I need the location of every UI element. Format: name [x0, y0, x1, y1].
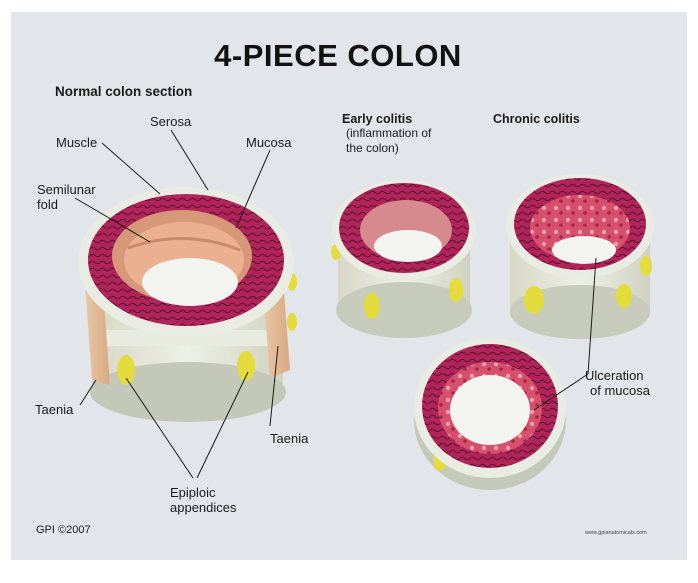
label-serosa: Serosa — [150, 114, 192, 129]
early-colitis-subtitle-2: the colon) — [346, 141, 399, 155]
epiploic-appendix — [237, 351, 255, 381]
page-title: 4-PIECE COLON — [214, 38, 462, 73]
epiploic-appendix — [449, 278, 463, 302]
epiploic-appendix — [616, 284, 632, 308]
label-semilunar-1: Semilunar — [37, 182, 96, 197]
chronic-colitis-model — [506, 174, 654, 339]
epiploic-appendix — [117, 355, 135, 385]
early-colitis-subtitle-1: (inflammation of — [346, 126, 432, 140]
chronic-colitis-heading: Chronic colitis — [493, 112, 580, 126]
chronic-cross-section-model — [414, 338, 566, 490]
label-epiploic-1: Epiploic — [170, 485, 216, 500]
lumen — [142, 258, 238, 306]
epiploic-appendix — [364, 293, 380, 319]
normal-section-heading: Normal colon section — [55, 84, 193, 99]
epiploic-appendix — [524, 286, 544, 314]
label-muscle: Muscle — [56, 135, 98, 150]
semilunar-fold — [127, 236, 241, 252]
copyright-text: GPI ©2007 — [36, 524, 91, 536]
epiploic-appendix — [640, 256, 652, 276]
early-colitis-heading: Early colitis — [342, 112, 413, 126]
label-ulceration-2: of mucosa — [590, 383, 650, 398]
label-ulceration-1: Ulceration — [585, 368, 644, 383]
label-mucosa: Mucosa — [246, 135, 292, 150]
leader-lines — [74, 129, 597, 479]
label-taenia-left: Taenia — [35, 402, 74, 417]
normal-colon-model — [78, 187, 297, 422]
website-text: www.gpianatomicals.com — [585, 530, 647, 536]
label-taenia-right: Taenia — [270, 431, 309, 446]
epiploic-appendix — [287, 313, 297, 331]
label-epiploic-2: appendices — [170, 500, 237, 515]
early-colitis-model — [331, 180, 476, 338]
label-semilunar-2: fold — [37, 197, 58, 212]
